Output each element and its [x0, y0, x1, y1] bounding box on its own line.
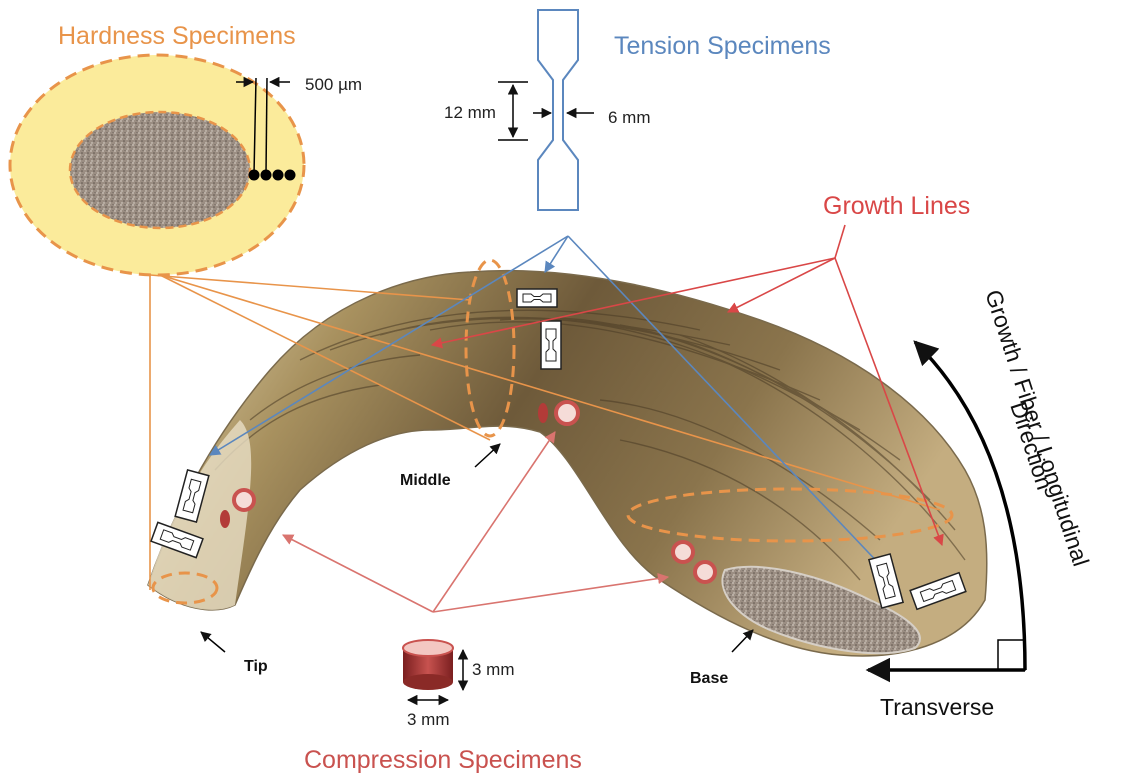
growth-lines-title: Growth Lines [823, 192, 970, 220]
tension-width-label: 6 mm [608, 108, 651, 127]
tension-specimens-title: Tension Specimens [614, 32, 831, 60]
tip-label: Tip [244, 658, 268, 675]
base-label: Base [690, 670, 728, 687]
compression-cylinder-icon: 3 mm 3 mm Compression Specimens [304, 640, 582, 774]
hardness-specimens-title: Hardness Specimens [58, 22, 296, 50]
compression-specimens-title: Compression Specimens [304, 746, 582, 774]
hardness-spacing-label: 500 µm [305, 75, 362, 94]
middle-label: Middle [400, 472, 451, 489]
compression-height-label: 3 mm [472, 660, 515, 679]
compression-diameter-label: 3 mm [407, 710, 450, 729]
tension-length-label: 12 mm [444, 103, 496, 122]
transverse-label: Transverse [880, 694, 994, 720]
